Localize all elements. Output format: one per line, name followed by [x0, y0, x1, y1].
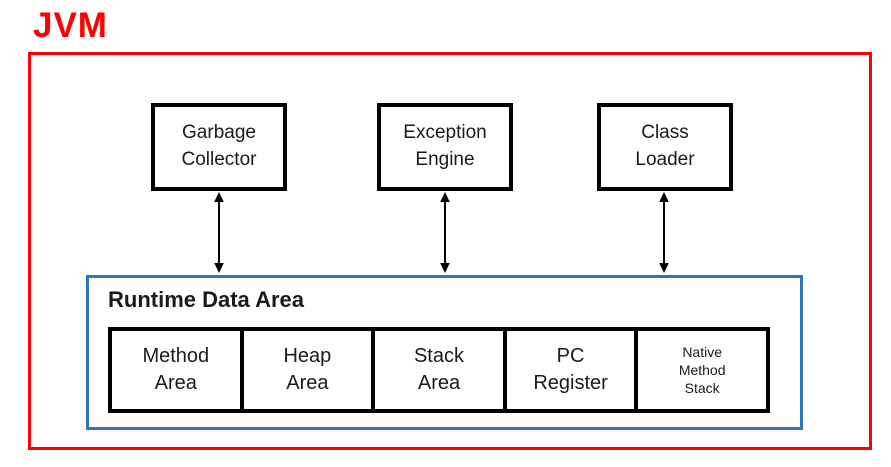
- component-box-garbage-collector: Garbage Collector: [151, 103, 287, 191]
- double-arrow-icon: [214, 192, 224, 273]
- diagram-title: JVM: [33, 6, 108, 45]
- runtime-data-area-box: Runtime Data Area Method Area Heap Area …: [86, 275, 803, 430]
- area-box-native-method-stack: Native Method Stack: [634, 327, 770, 413]
- area-box-method-area: Method Area: [108, 327, 244, 413]
- double-arrow-icon: [659, 192, 669, 273]
- area-box-heap-area: Heap Area: [239, 327, 376, 413]
- area-box-stack-area: Stack Area: [371, 327, 507, 413]
- runtime-area-row: Method Area Heap Area Stack Area PC Regi…: [108, 327, 770, 413]
- jvm-boundary-box: [28, 52, 872, 450]
- component-box-exception-engine: Exception Engine: [377, 103, 513, 191]
- double-arrow-icon: [440, 192, 450, 273]
- runtime-data-area-title: Runtime Data Area: [108, 287, 305, 312]
- area-box-pc-register: PC Register: [502, 327, 639, 413]
- component-box-class-loader: Class Loader: [597, 103, 733, 191]
